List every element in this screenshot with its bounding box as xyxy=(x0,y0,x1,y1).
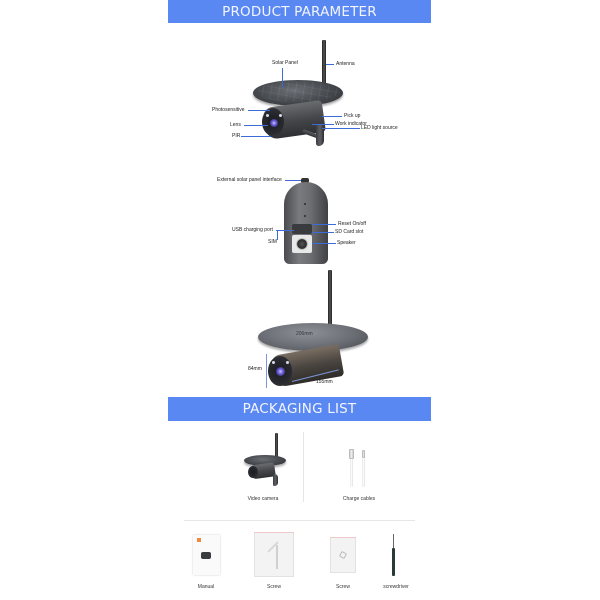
lens-graphic xyxy=(270,119,278,127)
label-speaker: Speaker xyxy=(337,240,356,246)
leader-line xyxy=(276,230,294,231)
led-graphic xyxy=(279,114,282,117)
solar-panel-cells xyxy=(257,82,339,102)
antenna-graphic xyxy=(328,270,332,340)
camera-face xyxy=(248,466,258,478)
label-solar-panel: Solar Panel xyxy=(272,60,298,66)
caption-screw-2: Screw xyxy=(336,584,350,590)
label-pir: PIR xyxy=(232,133,241,139)
caption-charge-cables: Charge cables xyxy=(342,496,376,502)
bag-seal xyxy=(330,537,356,538)
lens-graphic xyxy=(276,367,285,376)
dimension-panel-diameter: 206mm xyxy=(296,331,313,337)
label-lens: Lens xyxy=(230,122,241,128)
product-parameter-banner: PRODUCT PARAMETER xyxy=(168,0,431,23)
leader-line xyxy=(248,110,270,111)
antenna-graphic xyxy=(322,40,326,90)
speaker-graphic xyxy=(296,238,308,250)
label-led-light-source: LED light source xyxy=(361,125,398,131)
leader-line xyxy=(285,180,301,181)
label-pick-up: Pick up xyxy=(344,113,361,119)
leader-line xyxy=(277,230,278,240)
mount-plate xyxy=(273,474,278,486)
leader-line xyxy=(322,128,360,129)
horizontal-divider xyxy=(184,520,415,521)
screw-bag-graphic xyxy=(330,537,356,573)
antenna-graphic xyxy=(275,433,278,463)
caption-video-camera: Video camera xyxy=(247,496,279,502)
leader-line xyxy=(312,232,334,233)
vertical-divider xyxy=(303,432,304,502)
solar-interface-nub xyxy=(301,178,309,183)
cable-graphic xyxy=(350,459,353,487)
label-antenna: Antenna xyxy=(336,61,355,67)
screwdriver-graphic xyxy=(392,548,395,576)
leader-line xyxy=(312,224,336,225)
leader-line xyxy=(244,125,268,126)
label-photosensitive: Photosensitive xyxy=(212,107,245,113)
port-panel xyxy=(292,224,312,234)
product-parameter-title: PRODUCT PARAMETER xyxy=(222,3,377,20)
dimension-height: 84mm xyxy=(248,366,262,372)
anchor-graphic xyxy=(276,545,278,569)
bag-seal xyxy=(254,532,294,533)
leader-line xyxy=(322,116,342,117)
screw-bag-graphic xyxy=(254,532,294,577)
solar-panel-graphic xyxy=(244,455,286,466)
manual-logo xyxy=(197,538,201,542)
packaging-list-title: PACKAGING LIST xyxy=(242,401,357,417)
manual-camera-image xyxy=(201,552,211,559)
dimension-length: 155mm xyxy=(316,379,333,385)
led-graphic xyxy=(266,114,269,117)
label-work-indicator: Work indicator xyxy=(335,121,367,127)
leader-line xyxy=(241,136,271,137)
caption-screwdriver: screwdriver xyxy=(383,584,409,590)
caption-screw-1: Screw xyxy=(267,584,281,590)
leader-line xyxy=(312,243,336,244)
indicator-dot xyxy=(304,203,306,205)
leader-line xyxy=(326,64,334,65)
solar-panel-graphic xyxy=(258,323,368,351)
led-graphic xyxy=(272,361,275,364)
label-sim: SIM xyxy=(268,239,277,245)
caption-manual: Manual xyxy=(197,584,215,590)
screwdriver-tip xyxy=(393,534,394,548)
usb-plug-graphic xyxy=(349,449,354,459)
height-dimension-line xyxy=(266,354,267,388)
mount-plate xyxy=(316,124,324,146)
led-graphic xyxy=(286,361,289,364)
label-sd-card-slot: SD Card slot xyxy=(335,229,364,235)
indicator-dot xyxy=(304,215,306,217)
leader-line xyxy=(282,68,283,88)
label-usb-charging-port: USB charging port xyxy=(232,227,273,233)
solar-panel-graphic xyxy=(253,80,343,106)
leader-line xyxy=(312,124,334,125)
label-external-solar-interface: External solar panel interface xyxy=(217,177,282,183)
cable-graphic xyxy=(362,458,365,487)
micro-usb-plug-graphic xyxy=(362,450,365,458)
packaging-list-banner: PACKAGING LIST xyxy=(168,397,431,421)
label-reset-on-off: Reset On/off xyxy=(338,221,366,227)
